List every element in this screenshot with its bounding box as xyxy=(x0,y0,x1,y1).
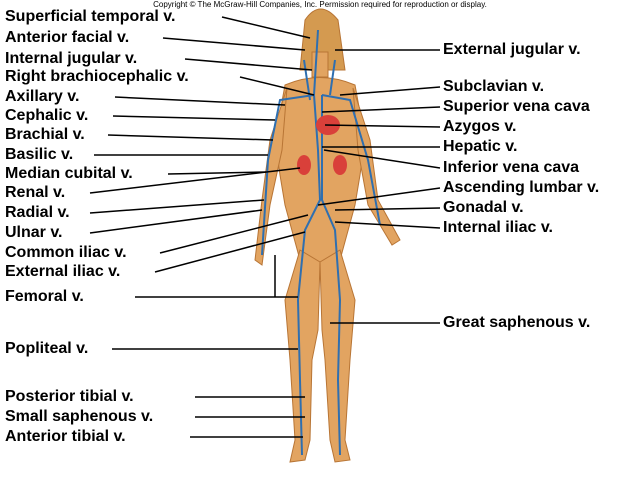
label-axillary-v: Axillary v. xyxy=(5,88,80,105)
right-kidney xyxy=(297,155,311,175)
label-anterior-tibial-v: Anterior tibial v. xyxy=(5,428,126,445)
label-hepatic-v: Hepatic v. xyxy=(443,138,518,155)
label-renal-v: Renal v. xyxy=(5,184,66,201)
label-ascending-lumbar-v: Ascending lumbar v. xyxy=(443,179,600,196)
label-femoral-v: Femoral v. xyxy=(5,288,84,305)
label-right-brachiocephalic-v: Right brachiocephalic v. xyxy=(5,68,189,85)
label-superficial-temporal-v: Superficial temporal v. xyxy=(5,8,176,25)
label-small-saphenous-v: Small saphenous v. xyxy=(5,408,154,425)
label-internal-jugular-v: Internal jugular v. xyxy=(5,50,138,67)
copyright-notice: Copyright © The McGraw-Hill Companies, I… xyxy=(153,0,487,9)
label-brachial-v: Brachial v. xyxy=(5,126,85,143)
label-median-cubital-v: Median cubital v. xyxy=(5,165,133,182)
label-great-saphenous-v: Great saphenous v. xyxy=(443,314,591,331)
label-cephalic-v: Cephalic v. xyxy=(5,107,89,124)
label-inferior-vena-cava: Inferior vena cava xyxy=(443,159,580,176)
label-superior-vena-cava: Superior vena cava xyxy=(443,98,590,115)
label-popliteal-v: Popliteal v. xyxy=(5,340,89,357)
label-ulnar-v: Ulnar v. xyxy=(5,224,63,241)
label-posterior-tibial-v: Posterior tibial v. xyxy=(5,388,134,405)
label-common-iliac-v: Common iliac v. xyxy=(5,244,127,261)
label-anterior-facial-v: Anterior facial v. xyxy=(5,29,130,46)
veins xyxy=(261,29,381,456)
label-external-iliac-v: External iliac v. xyxy=(5,263,121,280)
leader-lines xyxy=(89,16,441,438)
label-radial-v: Radial v. xyxy=(5,204,70,221)
left-kidney xyxy=(333,155,347,175)
label-basilic-v: Basilic v. xyxy=(5,146,74,163)
label-internal-iliac-v: Internal iliac v. xyxy=(443,219,553,236)
label-azygos-v: Azygos v. xyxy=(443,118,517,135)
label-subclavian-v: Subclavian v. xyxy=(443,78,545,95)
label-external-jugular-v: External jugular v. xyxy=(443,41,581,58)
label-gonadal-v: Gonadal v. xyxy=(443,199,524,216)
body-silhouette xyxy=(254,8,401,463)
